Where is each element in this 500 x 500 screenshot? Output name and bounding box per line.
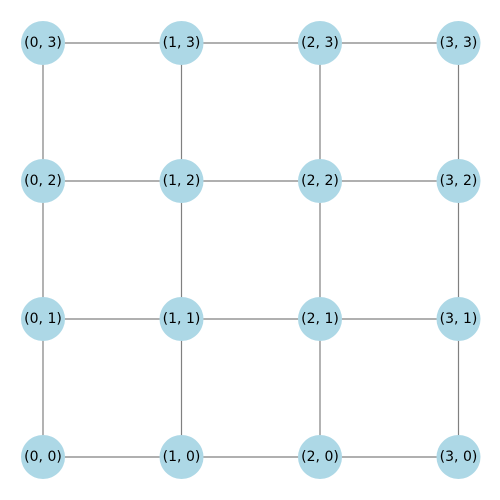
graph-node-circle bbox=[298, 297, 342, 341]
graph-node: (2, 0) bbox=[298, 435, 342, 479]
graph-node-label: (2, 2) bbox=[301, 173, 339, 189]
graph-node-circle bbox=[21, 21, 65, 65]
graph-node-circle bbox=[436, 435, 481, 479]
graph-node-label: (2, 3) bbox=[301, 35, 339, 51]
graph-node-circle bbox=[298, 159, 342, 203]
graph-node-circle bbox=[21, 435, 65, 479]
graph-node: (1, 3) bbox=[159, 21, 204, 65]
graph-node: (1, 0) bbox=[159, 435, 204, 479]
graph-node-label: (1, 2) bbox=[163, 173, 201, 189]
graph-node: (3, 1) bbox=[436, 297, 481, 341]
graph-node-circle bbox=[21, 297, 65, 341]
graph-node-label: (0, 1) bbox=[24, 311, 62, 327]
graph-node: (3, 3) bbox=[436, 21, 481, 65]
graph-node-label: (0, 0) bbox=[24, 449, 62, 465]
graph-node: (1, 2) bbox=[159, 159, 204, 203]
graph-node-label: (3, 3) bbox=[440, 35, 478, 51]
graph-node: (2, 1) bbox=[298, 297, 342, 341]
graph-node-circle bbox=[436, 297, 481, 341]
graph-node: (0, 0) bbox=[21, 435, 65, 479]
graph-node: (2, 2) bbox=[298, 159, 342, 203]
graph-node: (1, 1) bbox=[159, 297, 204, 341]
graph-node-circle bbox=[298, 435, 342, 479]
graph-node-label: (3, 0) bbox=[440, 449, 478, 465]
graph-node: (0, 1) bbox=[21, 297, 65, 341]
graph-node: (3, 0) bbox=[436, 435, 481, 479]
graph-node-circle bbox=[159, 297, 204, 341]
nodes-layer: (0, 0) (1, 0) (2, 0) (3, 0) (0, 1) (1, 1) (2, … bbox=[21, 21, 481, 479]
graph-node-circle bbox=[21, 159, 65, 203]
graph-node-circle bbox=[159, 435, 204, 479]
graph-node-circle bbox=[298, 21, 342, 65]
graph-node-label: (0, 2) bbox=[24, 173, 62, 189]
graph-node-label: (2, 0) bbox=[301, 449, 339, 465]
graph-node: (2, 3) bbox=[298, 21, 342, 65]
graph-node-circle bbox=[159, 159, 204, 203]
graph-node-label: (0, 3) bbox=[24, 35, 62, 51]
graph-node-circle bbox=[436, 159, 481, 203]
graph-node-label: (1, 1) bbox=[163, 311, 201, 327]
graph-node: (0, 3) bbox=[21, 21, 65, 65]
graph-node: (3, 2) bbox=[436, 159, 481, 203]
graph-node-circle bbox=[436, 21, 481, 65]
graph-node-circle bbox=[159, 21, 204, 65]
graph-node-label: (3, 2) bbox=[440, 173, 478, 189]
graph-node-label: (2, 1) bbox=[301, 311, 339, 327]
graph-node: (0, 2) bbox=[21, 159, 65, 203]
graph-node-label: (3, 1) bbox=[440, 311, 478, 327]
graph-node-label: (1, 3) bbox=[163, 35, 201, 51]
graph-node-label: (1, 0) bbox=[163, 449, 201, 465]
edges-layer bbox=[42, 42, 460, 458]
